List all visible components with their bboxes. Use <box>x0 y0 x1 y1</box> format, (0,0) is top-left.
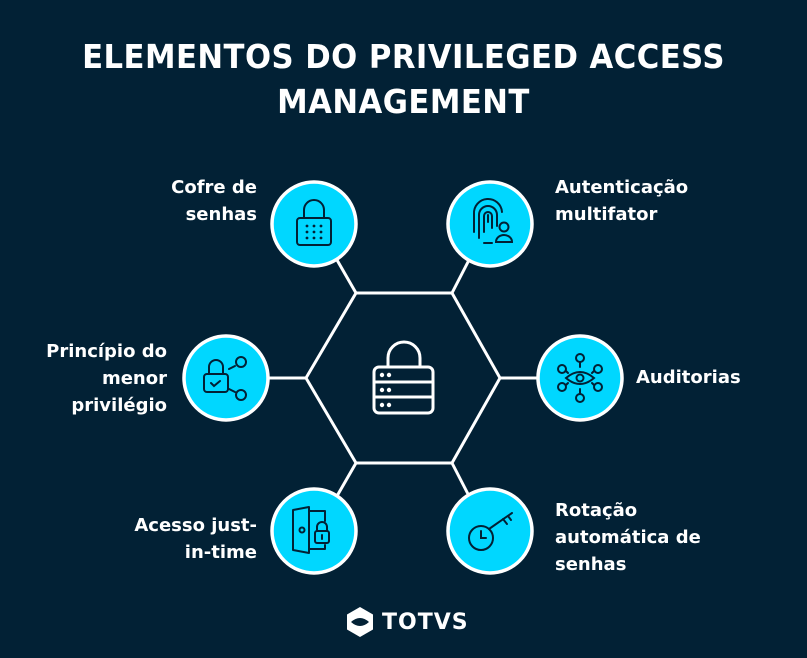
clock-key-icon <box>468 512 513 551</box>
label-cofre-de-senhas: Cofre de senhas <box>171 174 257 228</box>
eye-network-icon <box>557 353 603 403</box>
label-autenticacao-multifator: Autenticação multifator <box>555 174 688 228</box>
label-rotacao-automatica-senhas: Rotação automática de senhas <box>555 497 701 578</box>
server-lock-icon <box>372 340 435 415</box>
title-line-1: ELEMENTOS DO PRIVILEGED ACCESS <box>82 37 725 76</box>
label-line: senhas <box>555 554 627 575</box>
padlock-keypad-icon <box>296 199 332 246</box>
node-cofre-de-senhas <box>270 180 358 268</box>
label-line: automática de <box>555 527 701 548</box>
totvs-logo: TOTVS <box>346 606 469 638</box>
node-autenticacao-multifator <box>446 180 534 268</box>
label-line: in-time <box>184 542 257 563</box>
node-acesso-just-in-time <box>270 487 358 575</box>
label-line: Princípio do <box>46 341 167 362</box>
node-auditorias <box>536 334 624 422</box>
label-line: Autenticação <box>555 177 689 198</box>
label-principio-menor-privilegio: Princípio do menor privilégio <box>46 338 167 419</box>
brand-name: TOTVS <box>382 609 469 635</box>
label-auditorias: Auditorias <box>636 364 741 391</box>
page-title: ELEMENTOS DO PRIVILEGED ACCESS MANAGEMEN… <box>28 34 779 124</box>
label-line: Auditorias <box>636 367 741 388</box>
label-line: senhas <box>185 204 257 225</box>
title-line-2: MANAGEMENT <box>277 82 530 121</box>
label-line: Acesso just- <box>134 515 257 536</box>
label-acesso-just-in-time: Acesso just- in-time <box>134 512 257 566</box>
center-hexagon <box>304 291 502 465</box>
connectors <box>268 259 538 497</box>
totvs-logo-icon <box>347 607 373 637</box>
door-lock-icon <box>292 506 330 554</box>
label-line: multifator <box>555 204 658 225</box>
node-principio-menor-privilegio <box>182 334 270 422</box>
lock-check-share-icon <box>203 356 247 401</box>
label-line: Cofre de <box>171 177 257 198</box>
fingerprint-user-icon <box>472 197 514 244</box>
label-line: privilégio <box>71 395 167 416</box>
label-line: Rotação <box>555 500 638 521</box>
node-rotacao-automatica-senhas <box>446 487 534 575</box>
label-line: menor <box>101 368 167 389</box>
